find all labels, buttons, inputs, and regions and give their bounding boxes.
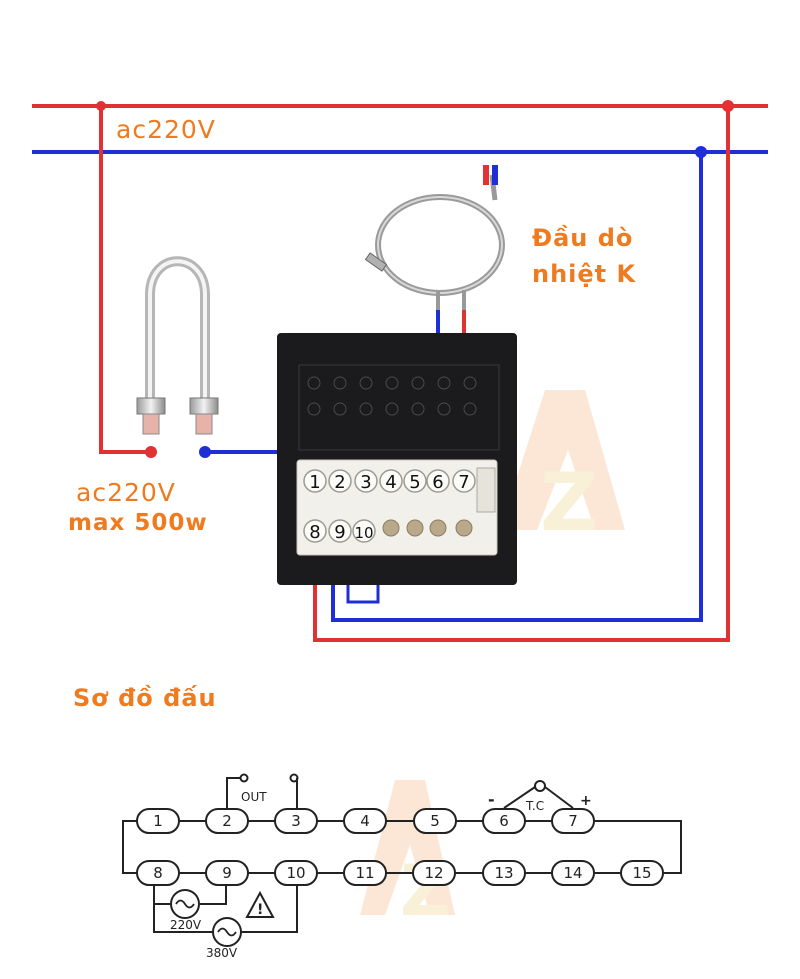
controller-terminal-label-1: 1 (309, 472, 320, 493)
out-contact-left (226, 777, 241, 808)
supply-380-label: 380V (206, 946, 238, 960)
heater-live-wire (99, 106, 151, 454)
controller-terminal-3 (354, 469, 378, 493)
supply-label: ac220V (116, 115, 216, 144)
controller-terminal-7 (452, 469, 476, 493)
warning-mark: ! (257, 902, 263, 918)
temperature-controller (277, 333, 517, 585)
schematic-terminal-1 (136, 808, 180, 834)
controller-terminal-label-6: 6 (432, 472, 443, 493)
schematic-terminal-10 (274, 860, 318, 886)
schematic-terminal-label-9: 9 (222, 864, 232, 882)
controller-terminal-label-8: 8 (309, 522, 320, 543)
schematic-terminal-label-11: 11 (355, 864, 374, 882)
out-contact-point-left (239, 773, 249, 783)
schematic-title: Sơ đồ đấu (73, 684, 217, 712)
schematic-terminal-label-13: 13 (494, 864, 513, 882)
tc-plus-sign: + (580, 793, 592, 809)
schematic-terminal-14 (551, 860, 595, 886)
controller-terminal-6 (426, 469, 450, 493)
controller-unused-terminal (406, 519, 424, 537)
heater-label-line1: ac220V (76, 478, 176, 507)
probe-label-line2: nhiệt K (532, 260, 637, 288)
controller-unused-terminal (455, 519, 473, 537)
schematic-terminal-label-5: 5 (430, 812, 440, 830)
schematic-terminal-label-6: 6 (499, 812, 509, 830)
controller-terminal-label-2: 2 (334, 472, 345, 493)
schematic-terminal-label-15: 15 (632, 864, 651, 882)
schematic-terminal-8 (136, 860, 180, 886)
schematic-terminal-4 (343, 808, 387, 834)
tc-wire-minus (503, 786, 536, 809)
schematic-terminal-3 (274, 808, 318, 834)
schematic-loop-left (122, 820, 137, 874)
schematic-loop-right (591, 820, 682, 874)
supply-220-left (153, 886, 170, 905)
schematic-terminal-label-12: 12 (424, 864, 443, 882)
schematic-terminal-5 (413, 808, 457, 834)
schematic-terminal-label-10: 10 (286, 864, 305, 882)
schematic-terminal-6 (482, 808, 526, 834)
schematic-terminal-11 (343, 860, 387, 886)
heater-label-line2: max 500w (68, 510, 208, 536)
supply-380-left (153, 904, 214, 933)
controller-terminal-2 (328, 469, 352, 493)
schematic-terminal-label-3: 3 (291, 812, 301, 830)
thermocouple-probe (364, 165, 505, 310)
supply-220-right (200, 886, 227, 905)
tc-label: T.C (525, 799, 544, 813)
controller-terminal-5 (403, 469, 427, 493)
schematic-terminal-7 (551, 808, 595, 834)
controller-terminal-4 (379, 469, 403, 493)
watermark-logo: Z (500, 390, 625, 549)
controller-terminal-label-5: 5 (409, 472, 420, 493)
controller-terminal-label-9: 9 (334, 522, 345, 543)
schematic-terminal-13 (482, 860, 526, 886)
schematic-terminal-label-8: 8 (153, 864, 163, 882)
tc-junction (534, 780, 546, 792)
schematic-terminal-label-7: 7 (568, 812, 578, 830)
schematic-terminal-2 (205, 808, 249, 834)
schematic-bottom-terminals: 8 9 10 11 12 13 14 15 (136, 860, 664, 886)
schematic-terminal-15 (620, 860, 664, 886)
controller-terminal-label-4: 4 (385, 472, 396, 493)
schematic-terminal-12 (412, 860, 456, 886)
heater-element (136, 256, 219, 458)
return-live-wire (313, 106, 730, 642)
controller-terminal-10 (352, 519, 376, 543)
schematic-terminal-label-1: 1 (153, 812, 163, 830)
controller-unused-terminal (382, 519, 400, 537)
controller-terminal-1 (303, 469, 327, 493)
schematic-terminal-label-14: 14 (563, 864, 582, 882)
warning-icon (245, 890, 275, 918)
controller-terminal-9 (328, 519, 352, 543)
controller-empty-terminals (382, 519, 473, 537)
out-label: OUT (241, 790, 267, 804)
watermark-logo-lower: Z (360, 780, 455, 932)
probe-label-line1: Đầu dò (532, 224, 634, 252)
supply-380-right (240, 886, 298, 933)
controller-terminal-label-10: 10 (354, 524, 373, 542)
schematic-top-terminals: 1 2 3 4 5 6 7 (136, 808, 595, 834)
schematic-terminal-9 (205, 860, 249, 886)
controller-unused-terminal (429, 519, 447, 537)
controller-terminal-label-3: 3 (360, 472, 371, 493)
controller-terminal-label-7: 7 (458, 472, 469, 493)
supply-220-label: 220V (170, 918, 202, 932)
tc-wire-plus (544, 786, 574, 809)
schematic-terminal-label-4: 4 (360, 812, 370, 830)
controller-terminal-8 (303, 519, 327, 543)
svg-text:Z: Z (540, 456, 598, 549)
schematic-terminal-label-2: 2 (222, 812, 232, 830)
tc-minus-sign: - (488, 790, 495, 809)
